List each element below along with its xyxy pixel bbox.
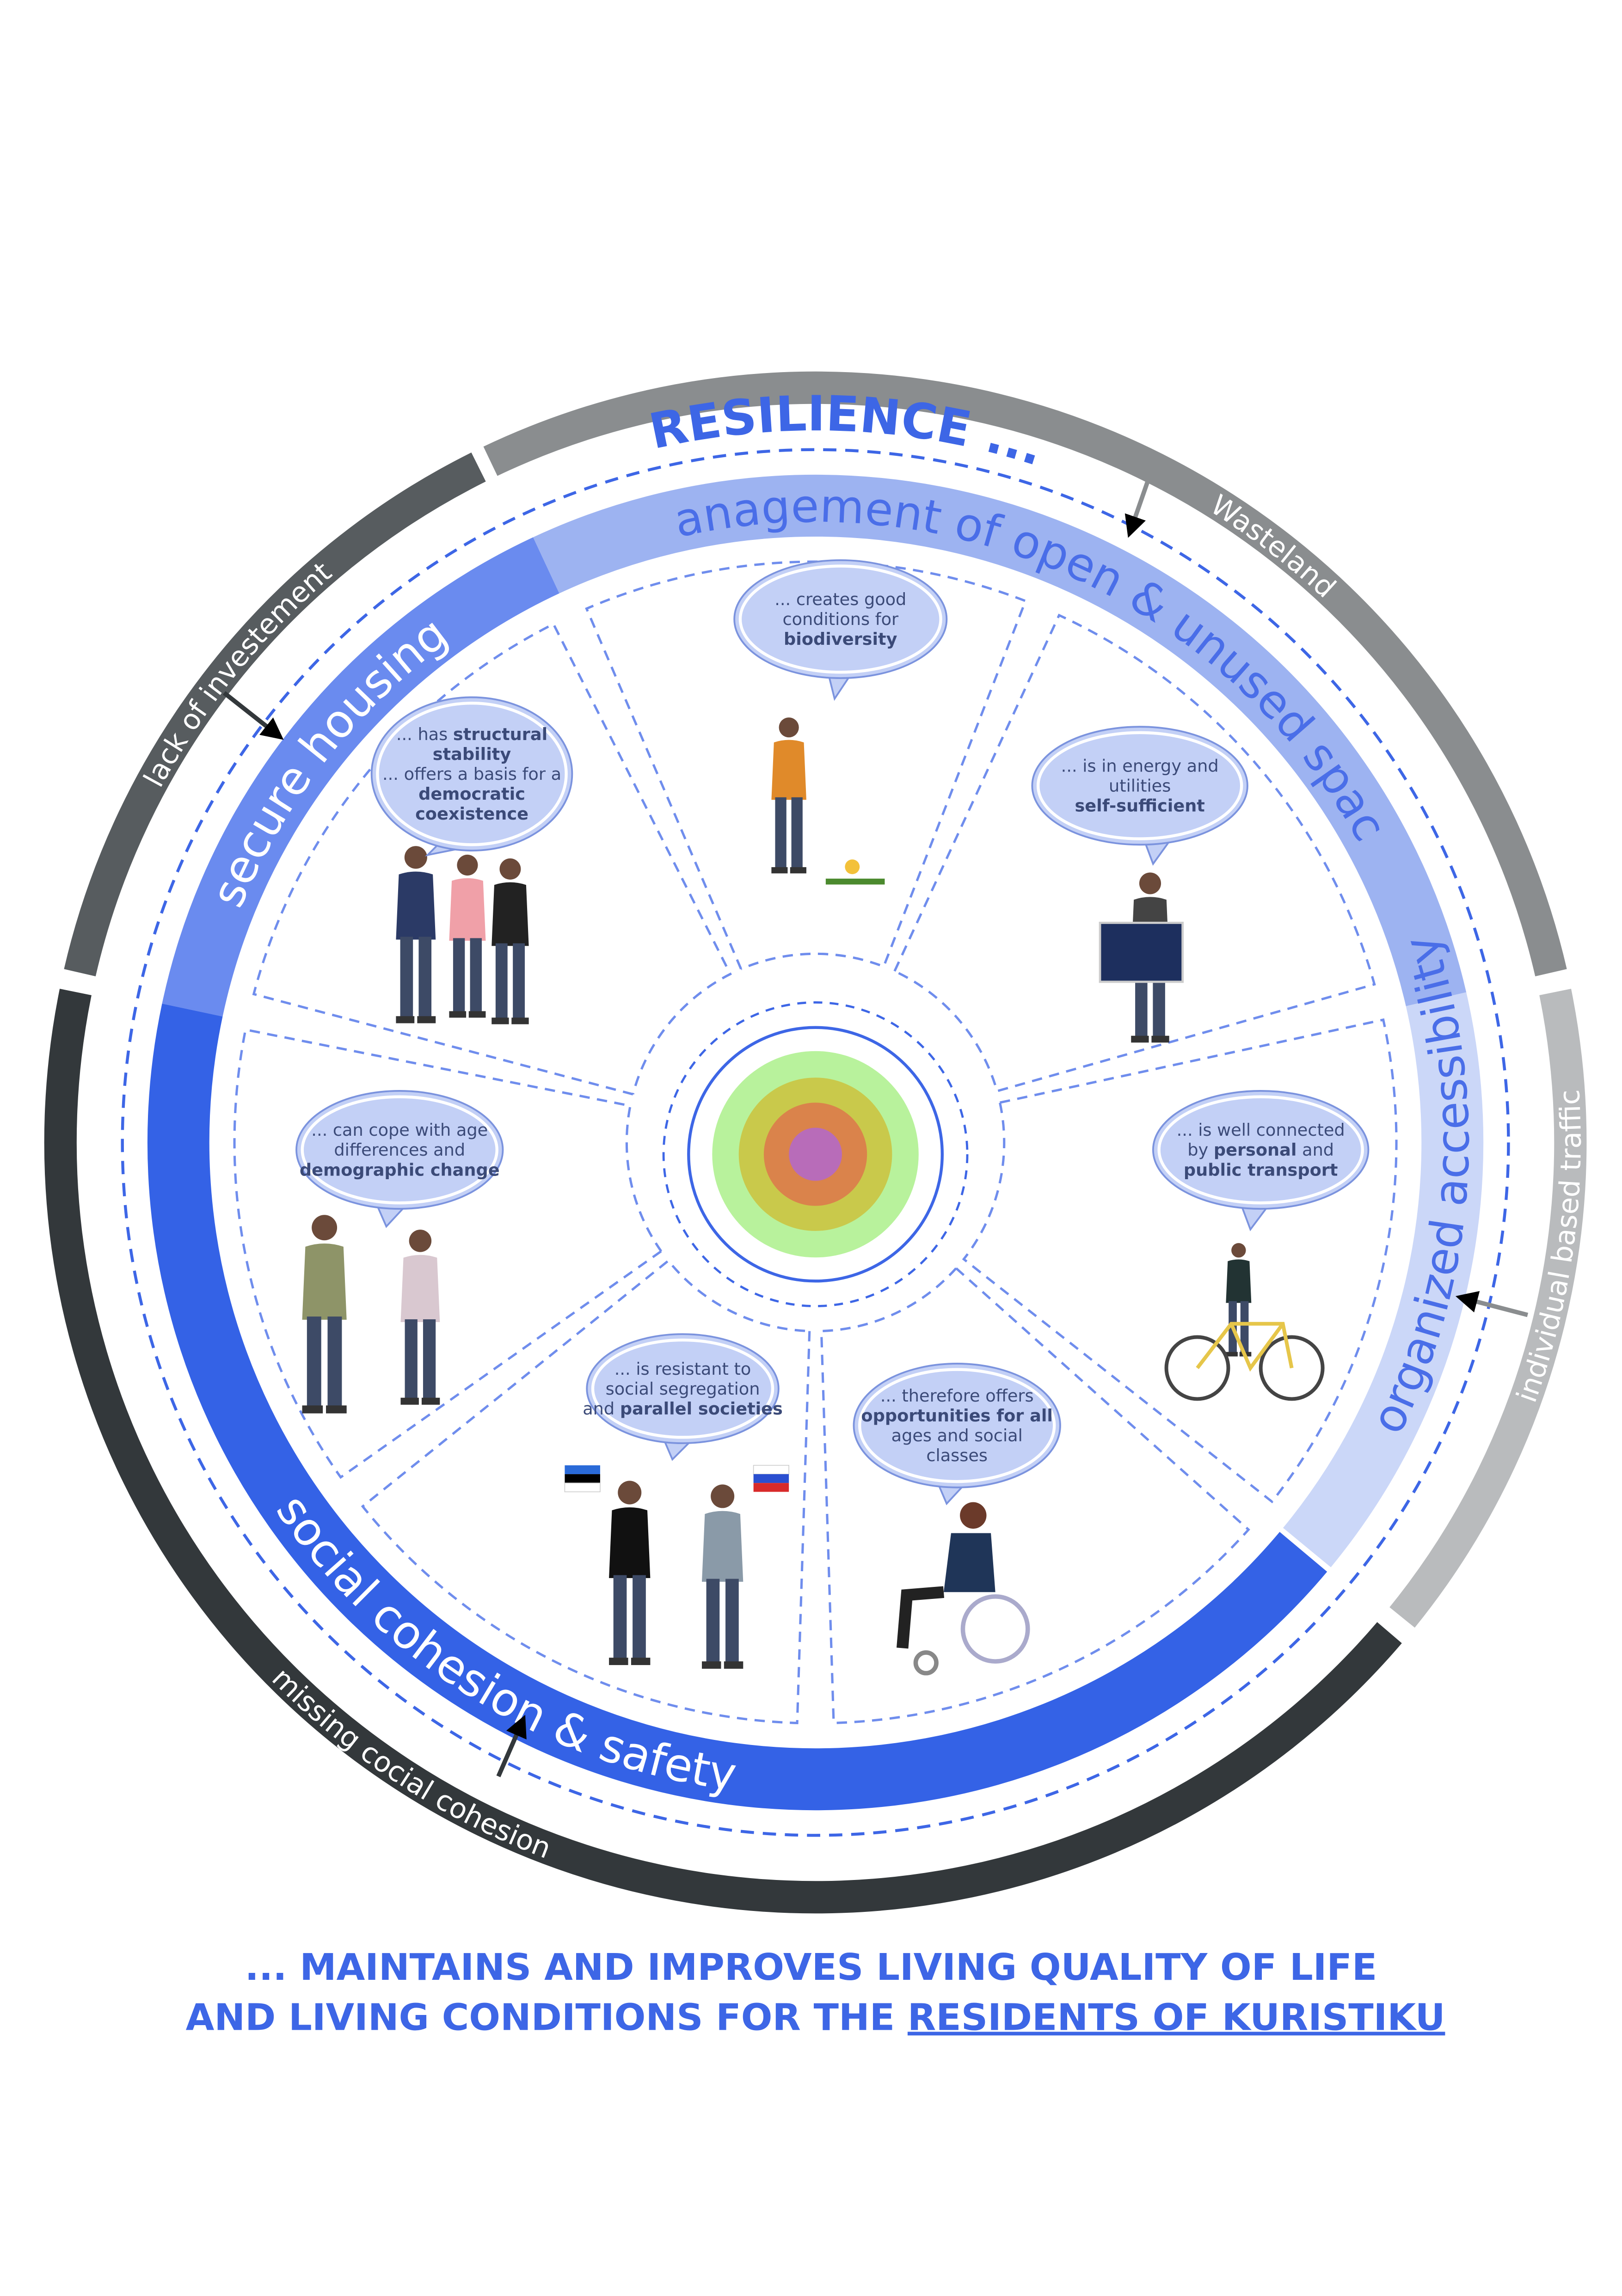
ring-lack-of-investment: [64, 452, 486, 977]
band-accessibility: [1283, 992, 1484, 1567]
bubble-text-segment: stability: [433, 744, 511, 764]
bubble-text-segment: ... creates good: [774, 589, 906, 609]
band-open-space: [533, 474, 1467, 1006]
wedge-sector: [585, 560, 1027, 970]
russia-flag-icon: [753, 1465, 789, 1492]
footer-line-2: AND LIVING CONDITIONS FOR THE RESIDENTS …: [186, 1996, 1445, 2039]
bubble-text-segment: and: [1296, 1140, 1334, 1160]
footer-line-1: ... MAINTAINS AND IMPROVES LIVING QUALIT…: [245, 1946, 1377, 1989]
bubble-text-segment: ... is well connected: [1177, 1120, 1345, 1140]
bubble-text-segment: parallel societies: [620, 1399, 783, 1419]
arrow-missing-cohesion: [496, 1714, 527, 1777]
solar-panel-icon: [1099, 921, 1184, 983]
bubble-text-segment: structural: [453, 724, 547, 744]
illustrations: [302, 717, 1325, 1676]
ring-wasteland: [483, 371, 1567, 977]
bubble-text-segment: coexistence: [415, 804, 528, 824]
ring-individual-traffic: [1389, 989, 1587, 1628]
wedge-sector: [252, 622, 732, 1096]
dashed-outer-circle: [121, 448, 1510, 1837]
bubble-text-segment: demographic change: [300, 1160, 500, 1180]
arrow-wasteland: [1124, 465, 1155, 538]
bubble-text-segment: ... is resistant to: [614, 1359, 751, 1379]
bubble-text-segment: ... therefore offers: [880, 1386, 1034, 1406]
bubble-text-segment: biodiversity: [784, 629, 897, 649]
footer-line-2-prefix: AND LIVING CONDITIONS FOR THE: [186, 1996, 908, 2039]
arrow-individual-traffic: [1455, 1291, 1529, 1317]
bubble-text-segment: differences and: [334, 1140, 465, 1160]
ring-wasteland-label: Wasteland: [1205, 489, 1342, 604]
ring-missing-cohesion: [44, 989, 1402, 1914]
bubble-text-segment: ages and social: [891, 1426, 1023, 1445]
bubble-text-segment: public transport: [1184, 1160, 1338, 1180]
bubble-text-segment: ... can cope with age: [311, 1120, 488, 1140]
bubble-text-segment: personal: [1214, 1140, 1297, 1160]
arrow-lack-of-investment: [222, 691, 284, 740]
bubble-text-segment: utilities: [1109, 776, 1171, 796]
bubble-text-segment: classes: [926, 1445, 988, 1465]
flower-icon: [825, 859, 885, 885]
band-secure-housing: [162, 537, 559, 1017]
footer-residents-link: RESIDENTS OF KURISTIKU: [908, 1996, 1445, 2039]
bubble-text-segment: and: [583, 1399, 620, 1419]
bubble-text-segment: ... offers a basis for a: [382, 764, 561, 784]
center-target: [662, 1001, 969, 1307]
wheelchair-user-illustration: [897, 1502, 1030, 1676]
bubble-text-segment: self-sufficient: [1075, 796, 1204, 816]
wedge-sector: [893, 613, 1376, 1093]
bubble-text-segment: opportunities for all: [861, 1406, 1053, 1426]
center-ring-4: [789, 1127, 842, 1181]
arrows: [222, 465, 1529, 1777]
band-social-cohesion: [147, 1004, 1327, 1811]
bubble-text-segment: ... has: [396, 724, 453, 744]
bubble-text-segment: by: [1187, 1140, 1214, 1160]
bubble-text-segment: democratic: [418, 784, 525, 804]
bubble-text-segment: social segregation: [606, 1379, 760, 1399]
bicycle-icon: [1164, 1322, 1325, 1401]
bubble-text-segment: ... is in energy and: [1061, 756, 1219, 776]
bubble-text-segment: conditions for: [782, 609, 899, 629]
estonia-flag-icon: [564, 1465, 601, 1493]
